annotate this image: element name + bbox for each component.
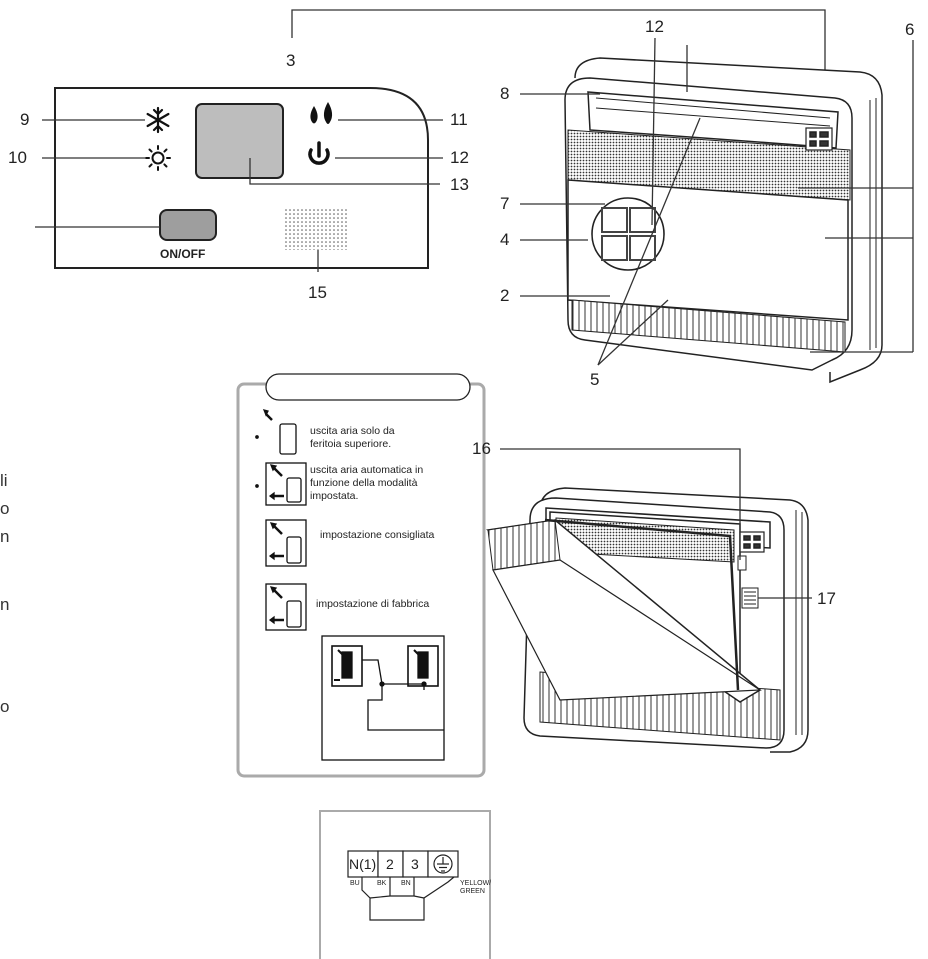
label-7: 7 bbox=[500, 194, 510, 213]
leader-line-13 bbox=[249, 158, 440, 185]
control-panel bbox=[35, 9, 826, 272]
wire-label-bk: BK bbox=[377, 880, 387, 887]
flap-option-2-line1: uscita aria automatica in bbox=[310, 464, 424, 476]
terminal-label-3: 3 bbox=[411, 856, 419, 872]
label-12-panel: 12 bbox=[450, 148, 469, 167]
leader-line-12u bbox=[651, 37, 656, 226]
filter-cutout bbox=[591, 197, 665, 271]
display-window bbox=[195, 103, 284, 179]
edge-text-2: o bbox=[0, 499, 10, 518]
drops-icon bbox=[310, 102, 333, 124]
flap-option-1-line2: feritoia superiore. bbox=[310, 438, 392, 450]
label-11: 11 bbox=[450, 110, 468, 129]
upper-grill bbox=[567, 129, 851, 201]
unit-open bbox=[485, 448, 812, 753]
flap-icon-factory bbox=[265, 583, 307, 631]
sun-icon bbox=[145, 145, 171, 171]
terminal-cell-n bbox=[347, 850, 379, 878]
flap-icon-upper-only bbox=[255, 409, 297, 455]
label-3: 3 bbox=[286, 51, 296, 70]
label-17: 17 bbox=[817, 589, 836, 608]
terminal-label-2: 2 bbox=[386, 856, 394, 872]
wire-label-yellow: YELLOW/ bbox=[460, 880, 492, 887]
flap-option-1-line1: uscita aria solo da bbox=[310, 425, 395, 437]
label-6: 6 bbox=[905, 20, 915, 39]
label-13: 13 bbox=[450, 175, 469, 194]
label-15: 15 bbox=[308, 283, 327, 302]
wire-label-bn: BN bbox=[401, 880, 411, 887]
terminal-label-n: N(1) bbox=[349, 856, 377, 872]
flap-settings-panel bbox=[236, 373, 486, 778]
power-icon bbox=[308, 141, 330, 165]
flap-panel-title-box bbox=[265, 373, 471, 401]
onoff-label: ON/OFF bbox=[160, 247, 206, 261]
wire-label-bu: BU bbox=[350, 880, 360, 887]
flap-icon-auto bbox=[255, 462, 307, 506]
edge-text-3: n bbox=[0, 527, 10, 546]
label-8: 8 bbox=[500, 84, 510, 103]
snowflake-icon bbox=[146, 106, 170, 134]
label-4: 4 bbox=[500, 230, 510, 249]
edge-text-1: li bbox=[0, 471, 8, 490]
unit-closed bbox=[520, 37, 914, 384]
terminal-diagram bbox=[319, 810, 491, 959]
label-16: 16 bbox=[472, 439, 491, 458]
switch-diagram bbox=[321, 635, 445, 761]
leader-line-16 bbox=[500, 448, 741, 560]
leader-line-5b bbox=[597, 299, 669, 366]
label-10: 10 bbox=[8, 148, 27, 167]
terminal-frame bbox=[319, 810, 491, 959]
edge-text-5: o bbox=[0, 697, 10, 716]
leader-line-5a bbox=[597, 117, 701, 366]
flap-option-4-text: impostazione di fabbrica bbox=[316, 598, 430, 610]
wire-label-green: GREEN bbox=[460, 888, 485, 895]
sensor-grid bbox=[283, 208, 349, 250]
flap-option-3-text: impostazione consigliata bbox=[320, 529, 435, 541]
label-5: 5 bbox=[590, 370, 600, 389]
edge-text-4: n bbox=[0, 595, 10, 614]
label-9: 9 bbox=[20, 110, 30, 129]
flap-icon-recommended bbox=[265, 519, 307, 567]
label-2: 2 bbox=[500, 286, 510, 305]
onoff-button[interactable] bbox=[159, 209, 217, 241]
terminal-block-mini bbox=[741, 587, 759, 609]
label-12-unit: 12 bbox=[645, 17, 664, 36]
flap-option-2-line2: funzione della modalità bbox=[310, 477, 418, 489]
flap-option-2-line3: impostata. bbox=[310, 490, 359, 502]
